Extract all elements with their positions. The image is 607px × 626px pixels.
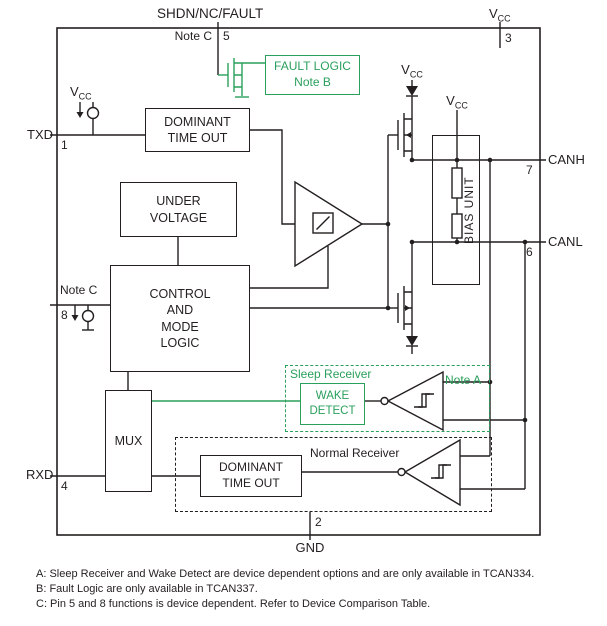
- vcc-txd-pullup-label: VCC: [70, 84, 92, 102]
- dominant-timeout-bottom-block: DOMINANT TIME OUT: [200, 455, 302, 497]
- canh-pin-label: CANH: [548, 152, 585, 167]
- sleep-receiver-group: [285, 365, 490, 432]
- pin-number-5: 5: [223, 29, 230, 43]
- note-c-left-label: Note C: [60, 283, 98, 297]
- fault-logic-block: FAULT LOGIC Note B: [265, 55, 360, 95]
- pin-number-1: 1: [61, 138, 68, 152]
- txd-pin-label: TXD: [27, 127, 53, 142]
- pin-number-4: 4: [61, 479, 68, 493]
- footnote-a: A: Sleep Receiver and Wake Detect are de…: [36, 568, 535, 580]
- txd-pullup-symbol: [76, 102, 100, 135]
- pin-number-7: 7: [526, 163, 533, 177]
- sleep-receiver-label: Sleep Receiver: [290, 367, 372, 381]
- fault-logic-label: FAULT LOGIC: [274, 59, 351, 74]
- sleep-comparator: [380, 370, 444, 432]
- vcc-pin3-label: VCC: [489, 6, 511, 24]
- wake-detect-block: WAKE DETECT: [300, 383, 365, 425]
- vcc-driver-label: VCC: [401, 62, 423, 80]
- rxd-pin-label: RXD: [26, 467, 54, 482]
- under-voltage-block: UNDER VOLTAGE: [120, 182, 237, 237]
- footnote-b: B: Fault Logic are only available in TCA…: [36, 583, 258, 595]
- pin-number-6: 6: [526, 245, 533, 259]
- high-side-mosfet: [388, 80, 418, 160]
- normal-receiver-label: Normal Receiver: [310, 446, 400, 460]
- bias-unit-block: [432, 135, 480, 285]
- note-c-top-label: Note C: [174, 29, 212, 43]
- fault-logic-note-b: Note B: [294, 75, 331, 89]
- bias-unit-label: BIAS UNIT: [462, 176, 476, 244]
- pin8-pulldown-symbol: [71, 305, 95, 331]
- canl-pin-label: CANL: [548, 234, 583, 249]
- fault-mosfet: [218, 58, 265, 98]
- pin-number-8: 8: [61, 308, 68, 322]
- normal-receiver-group: [175, 437, 492, 512]
- pin-number-2: 2: [315, 515, 322, 529]
- ic-boundary: [56, 27, 541, 536]
- dominant-timeout-top-block: DOMINANT TIME OUT: [145, 108, 250, 152]
- internal-wires: [127, 129, 526, 490]
- normal-comparator: [397, 438, 461, 507]
- mux-block: MUX: [105, 390, 152, 492]
- gnd-pin-label: GND: [295, 540, 325, 555]
- note-a-label: Note A: [445, 373, 482, 387]
- vcc-bias-label: VCC: [446, 93, 468, 111]
- footnote-c: C: Pin 5 and 8 functions is device depen…: [36, 598, 431, 610]
- pin-number-3: 3: [505, 31, 512, 45]
- low-side-mosfet: [388, 242, 418, 354]
- shdn-pin-label: SHDN/NC/FAULT: [157, 6, 264, 21]
- driver-amp: [294, 180, 364, 268]
- junction-dots: [385, 157, 528, 423]
- control-mode-logic-block: CONTROL AND MODE LOGIC: [110, 265, 250, 372]
